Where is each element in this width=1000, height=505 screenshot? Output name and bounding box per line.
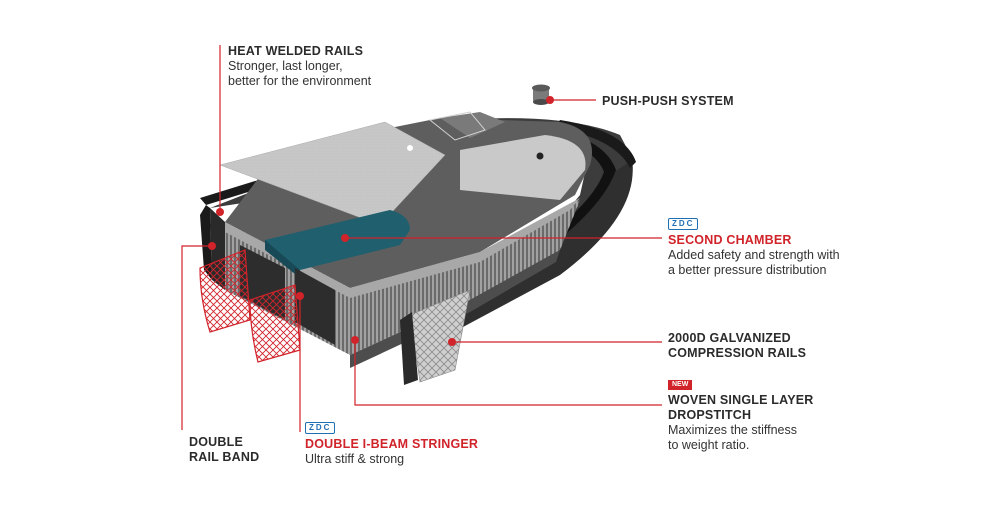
woven-dropstitch-title-1: WOVEN SINGLE LAYER <box>668 393 814 407</box>
double-rail-band-title-2: RAIL BAND <box>189 450 260 464</box>
compression-rails-title-2: COMPRESSION RAILS <box>668 346 807 360</box>
leader-lines <box>181 45 662 432</box>
red-rail-bands <box>199 249 301 363</box>
woven-dropstitch-panel <box>400 289 471 385</box>
zdc-badge: ZDC <box>305 422 336 434</box>
double-ibeam-desc: Ultra stiff & strong <box>305 452 405 466</box>
label-heat-welded-rails: HEAT WELDED RAILS Stronger, last longer,… <box>228 44 371 89</box>
label-compression-rails: 2000D GALVANIZED COMPRESSION RAILS <box>668 331 806 361</box>
push-push-title: PUSH-PUSH SYSTEM <box>602 94 734 108</box>
laminate-sheet <box>219 121 446 226</box>
heat-welded-rails-desc-1: Stronger, last longer, <box>228 59 343 73</box>
heat-welded-rails-desc-2: better for the environment <box>228 74 372 88</box>
woven-dropstitch-desc-2: to weight ratio. <box>668 438 750 452</box>
zdc-badge: ZDC <box>668 218 699 230</box>
label-second-chamber: ZDC SECOND CHAMBER Added safety and stre… <box>668 214 840 278</box>
push-push-valve <box>532 84 550 105</box>
leader-woven-dropstitch <box>354 340 662 406</box>
double-rail-band-title-1: DOUBLE <box>189 435 243 449</box>
heat-welded-rails-title: HEAT WELDED RAILS <box>228 44 364 58</box>
woven-dropstitch-desc-1: Maximizes the stiffness <box>668 423 797 437</box>
second-chamber-desc-2: a better pressure distribution <box>668 263 827 277</box>
label-woven-dropstitch: NEW WOVEN SINGLE LAYER DROPSTITCH Maximi… <box>668 374 814 453</box>
woven-dropstitch-title-2: DROPSTITCH <box>668 408 752 422</box>
double-ibeam-title: DOUBLE I-BEAM STRINGER <box>305 437 479 451</box>
label-double-ibeam-stringer: ZDC DOUBLE I-BEAM STRINGER Ultra stiff &… <box>305 418 478 467</box>
second-chamber <box>265 210 410 278</box>
second-chamber-title: SECOND CHAMBER <box>668 233 792 247</box>
label-double-rail-band: DOUBLE RAIL BAND <box>189 435 259 465</box>
new-badge: NEW <box>668 380 693 390</box>
leader-double-rail-band <box>181 245 212 430</box>
second-chamber-desc-1: Added safety and strength with <box>668 248 840 262</box>
compression-rails-title-1: 2000D GALVANIZED <box>668 331 791 345</box>
label-push-push-system: PUSH-PUSH SYSTEM <box>602 94 734 109</box>
